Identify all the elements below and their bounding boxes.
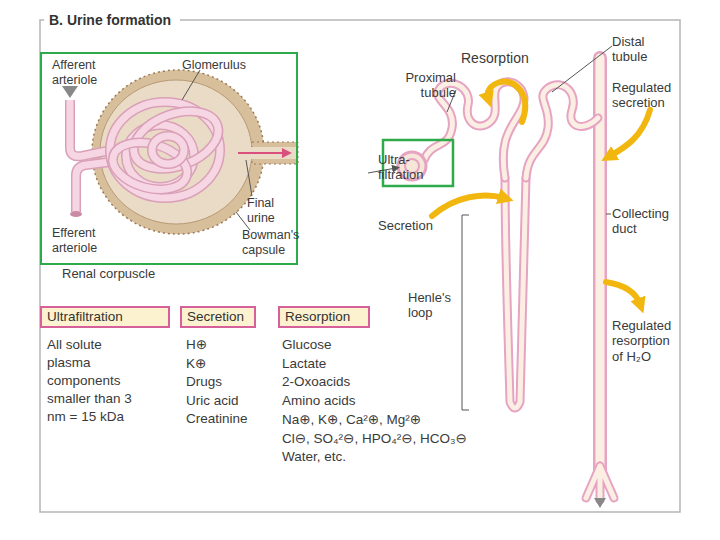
capillary-loop xyxy=(152,136,184,164)
duct-branches xyxy=(586,466,614,500)
henle-loop xyxy=(505,178,526,408)
part-label: Glomerulus xyxy=(182,58,272,73)
bracket xyxy=(462,215,469,410)
list-item: Water, etc. xyxy=(282,448,482,466)
capillary-loop xyxy=(152,136,184,164)
list-item: Lactate xyxy=(282,355,482,373)
list-item: Glucose xyxy=(282,336,482,354)
panel-title: B. Urine formation xyxy=(45,12,175,28)
capillary-loop xyxy=(108,135,193,197)
header-box: Resorption xyxy=(278,306,370,328)
part-label: Collecting duct xyxy=(612,206,680,237)
bowman-space xyxy=(100,80,252,224)
inset-caption: Renal corpuscle xyxy=(62,266,155,281)
part-label: Ultra- filtration xyxy=(378,152,438,183)
resorption-arrow xyxy=(488,81,526,122)
resorption-arrow xyxy=(606,282,640,304)
flow-arrow xyxy=(62,86,78,98)
part-label: Regulated secretion xyxy=(612,80,680,111)
list-item: Na⊕, K⊕, Ca²⊕, Mg²⊕ xyxy=(282,411,482,429)
list-item: Cl⊖, SO₄²⊖, HPO₄²⊖, HCO₃⊖ xyxy=(282,430,482,448)
header-text: Resorption xyxy=(280,308,368,326)
list-item: Amino acids xyxy=(282,392,482,410)
filtration-note: All solute plasma components smaller tha… xyxy=(47,336,143,426)
header-box: Ultrafiltration xyxy=(40,306,170,328)
urine-flow-arrow xyxy=(238,152,286,154)
leader-line xyxy=(182,70,200,100)
part-label: Final urine xyxy=(247,196,297,226)
part-label: Henle's loop xyxy=(408,290,460,321)
secretion-arrow xyxy=(432,195,504,216)
list-item: Uric acid xyxy=(186,392,276,410)
list-item: Drugs xyxy=(186,373,276,391)
header-text: Ultrafiltration xyxy=(42,308,168,326)
panel-frame xyxy=(40,20,680,512)
efferent-arteriole xyxy=(76,162,110,212)
header-text: Secretion xyxy=(182,308,254,326)
part-label: Distal tubule xyxy=(612,34,672,65)
efferent-arteriole xyxy=(76,162,110,212)
capillary-loop xyxy=(108,135,193,197)
part-label: Regulated resorption of H₂O xyxy=(612,318,680,364)
distal-tubule xyxy=(526,85,598,178)
leader-line xyxy=(246,160,252,196)
secretion-arrow xyxy=(610,110,650,156)
list-item: K⊕ xyxy=(186,355,276,373)
list-item: Creatinine xyxy=(186,410,276,428)
duct-branches xyxy=(586,466,614,500)
henle-loop xyxy=(505,178,526,408)
vessel-opening xyxy=(70,211,82,217)
part-label: Resorption xyxy=(461,50,551,67)
leader-line xyxy=(552,46,612,92)
part-label: Proximal tubule xyxy=(378,70,456,101)
part-label: Afferent arteriole xyxy=(52,58,132,88)
part-label: Secretion xyxy=(378,218,448,233)
list-item: H⊕ xyxy=(186,336,276,354)
flow-arrow xyxy=(594,498,606,508)
leader-line xyxy=(606,214,611,215)
part-label: Bowman's capsule xyxy=(242,228,300,258)
part-label: Efferent arteriole xyxy=(52,226,132,256)
distal-tubule xyxy=(526,85,598,178)
list-item: 2-Oxoacids xyxy=(282,373,482,391)
header-box: Secretion xyxy=(180,306,256,328)
